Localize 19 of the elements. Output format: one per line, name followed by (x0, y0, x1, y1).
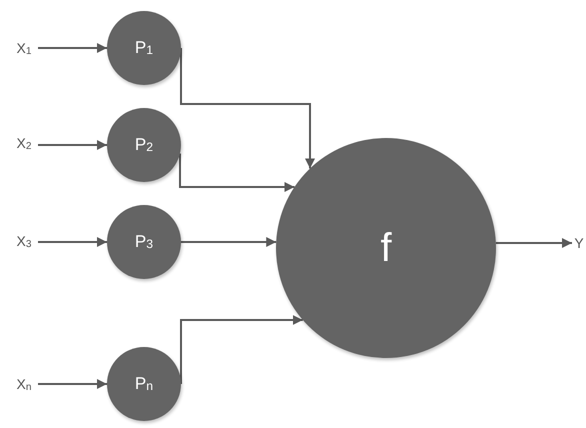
arrow (38, 43, 107, 53)
variable-label: X$_{1}$ (10, 38, 38, 58)
node-label: P$_{3}$ (134, 232, 154, 252)
variable-label: X$_{n}$ (10, 374, 38, 394)
node-label: P$_{2}$ (134, 135, 154, 155)
variable-label: X$_{3}$ (10, 231, 38, 251)
arrow (496, 238, 572, 248)
node-label: f (380, 226, 392, 270)
node-label: P$_{1}$ (134, 38, 154, 58)
arrow (38, 379, 107, 389)
arrow (180, 315, 303, 384)
arrow (38, 237, 107, 247)
arrow (179, 154, 294, 192)
node-label: P$_{n}$ (134, 374, 154, 394)
arrow (38, 140, 107, 150)
variable-label: X$_{2}$ (10, 133, 38, 153)
variable-label: Y (572, 233, 586, 253)
arrow (181, 237, 276, 247)
arrow (180, 48, 315, 168)
